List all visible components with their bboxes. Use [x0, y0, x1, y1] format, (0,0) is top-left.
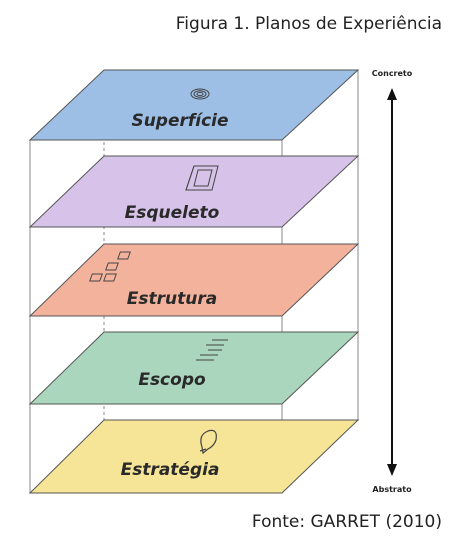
plane-estrutura: Estrutura [28, 243, 360, 317]
lightbulb-icon [199, 429, 217, 455]
plane-estrategia-surface [28, 419, 360, 494]
plane-estrategia-label: Estratégia [121, 460, 220, 480]
plane-esqueleto-label: Esqueleto [125, 203, 220, 223]
plane-esqueleto: Esqueleto [28, 155, 360, 228]
plane-superficie-label: Superfície [131, 111, 228, 131]
frame-icon [185, 165, 219, 191]
axis-top-label: Concreto [372, 69, 413, 78]
axis-bottom-label: Abstrato [372, 485, 412, 494]
concrete-abstract-axis: Concreto Abstrato [372, 69, 413, 494]
sitemap-icon [89, 251, 131, 282]
list-icon [196, 339, 228, 361]
plane-estrutura-surface [28, 243, 360, 317]
spiral-icon [190, 88, 210, 100]
plane-esqueleto-surface [28, 155, 360, 228]
plane-superficie-surface [28, 69, 360, 141]
plane-estrutura-label: Estrutura [127, 289, 217, 309]
plane-escopo-label: Escopo [138, 370, 206, 390]
figure-caption: Figura 1. Planos de Experiência [175, 14, 442, 34]
plane-escopo: Escopo [28, 331, 360, 405]
figure-source: Fonte: GARRET (2010) [251, 512, 442, 532]
plane-superficie: Superfície [28, 69, 360, 141]
plane-escopo-surface [28, 331, 360, 405]
arrow-down-icon [387, 464, 397, 476]
arrow-up-icon [387, 88, 397, 100]
plane-estrategia: Estratégia [28, 419, 360, 494]
